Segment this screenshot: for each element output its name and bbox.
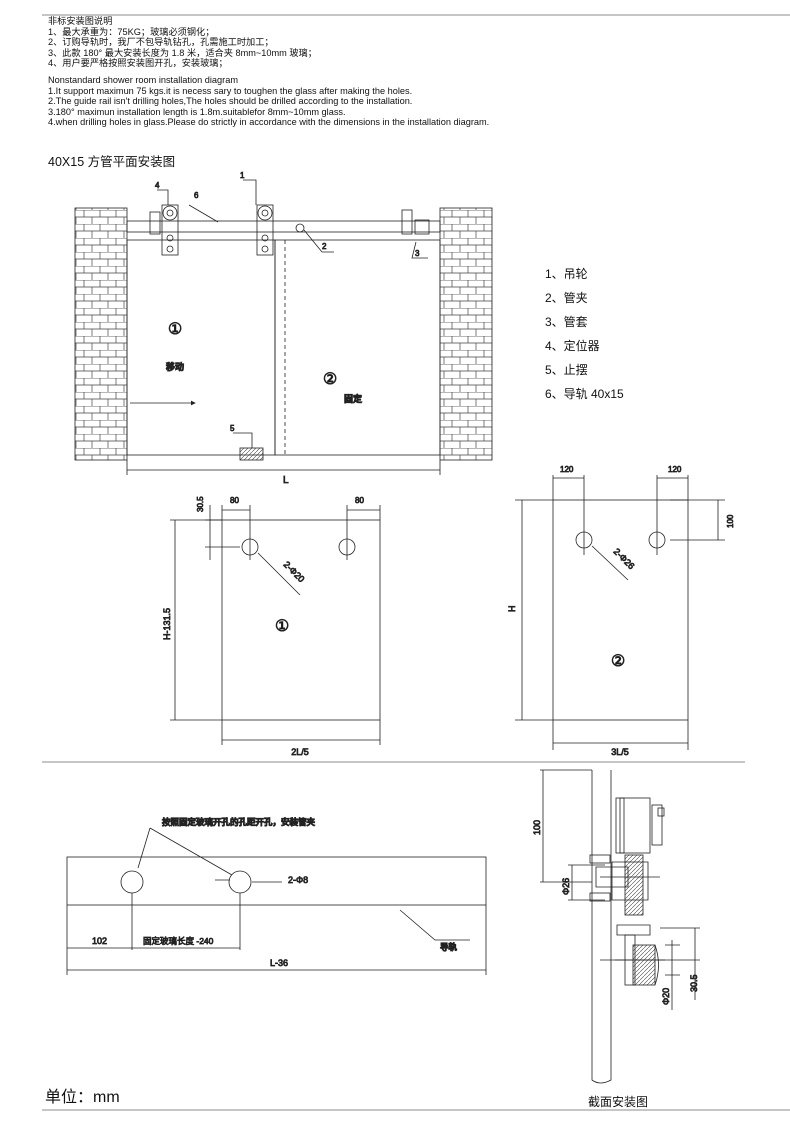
panel2-label: 固定 [344, 393, 363, 404]
legend-item: 4、定位器 [545, 339, 600, 353]
legend-item: 5、止摆 [545, 363, 588, 377]
roller-1 [161, 204, 179, 256]
callout-5: 5 [230, 424, 235, 433]
note-en: 1.It support maximun 75 kgs.it is necess… [48, 85, 413, 96]
installation-notes: 非标安装图说明 1、最大承重为：75KG；玻璃必须钢化； 2、订购导轨时，我厂不… [48, 16, 489, 128]
note-cn: 2、订购导轨时，我厂不包导轨钻孔，孔需施工时加工； [48, 37, 274, 48]
glass1-drawing: 80 80 30.5 H-131.5 2-Φ20 ① 2L/5 [162, 495, 381, 757]
note-en: 2.The guide rail isn't drilling holes,Th… [48, 96, 413, 107]
dim-L [126, 460, 441, 475]
parts-legend: 1、吊轮 2、管夹 3、管套 4、定位器 5、止摆 6、导轨 40x15 [545, 262, 624, 406]
dim-total: L-36 [270, 958, 288, 968]
callout-3: 3 [415, 249, 420, 258]
left-wall [74, 207, 128, 461]
plan-view: 4 6 1 2 3 5 ① 移动 ② 固定 L [74, 171, 493, 486]
dim-100: 100 [532, 820, 542, 835]
legend-item: 6、导轨 40x15 [545, 387, 624, 401]
callout-6: 6 [194, 191, 199, 200]
note-cn: 3、此款 180° 最大安装长度为 1.8 米，适合夹 8mm~10mm 玻璃； [48, 47, 317, 58]
stabilizer [239, 447, 264, 461]
section-drawing: 100 Φ26 Φ20 30.5 [532, 769, 700, 1084]
callout-4: 4 [155, 181, 160, 190]
stopper [149, 211, 161, 235]
legend-item: 3、管套 [545, 315, 588, 329]
end-sleeve [414, 219, 430, 235]
dim-L-label: L [283, 475, 289, 486]
dim-80-right: 80 [355, 496, 364, 505]
rail-label: 导轨 [440, 942, 458, 952]
dim-80-left: 80 [230, 496, 239, 505]
tube-clamp [295, 223, 305, 233]
dim-phi26: Φ26 [561, 878, 571, 895]
fixed-glass [274, 239, 441, 456]
right-wall [439, 207, 493, 461]
glass2-mark: ② [611, 653, 625, 670]
rail-hole-spec: 2-Φ8 [288, 875, 308, 885]
notes-cn-heading: 非标安装图说明 [48, 16, 113, 26]
guide-rail [126, 220, 441, 233]
unit-label: 单位：mm [45, 1089, 120, 1106]
dim-102: 102 [92, 936, 107, 946]
callout-1: 1 [240, 171, 245, 180]
sliding-glass [126, 239, 276, 456]
dim-phi20: Φ20 [661, 988, 671, 1005]
end-sleeve [401, 209, 413, 235]
panel1-mark: ① [168, 321, 182, 338]
dim-30-5: 30.5 [689, 974, 699, 992]
dim-width: 2L/5 [291, 747, 309, 757]
section-title: 截面安装图 [588, 1095, 649, 1109]
callout-2: 2 [322, 242, 327, 251]
rail-drawing: 按照固定玻璃开孔的孔距开孔，安装管夹 2-Φ8 102 固定玻璃长度 -240 … [66, 817, 487, 975]
dim-height: H-131.5 [162, 608, 172, 640]
plan-title: 40X15 方管平面安装图 [48, 155, 176, 169]
dim-fixed-length: 固定玻璃长度 -240 [143, 936, 214, 946]
note-cn: 4、用户要严格按照安装图开孔，安装玻璃； [48, 58, 228, 69]
note-cn: 1、最大承重为：75KG；玻璃必须钢化； [48, 26, 215, 37]
dim-120-left: 120 [560, 465, 574, 474]
note-en: 4.when drilling holes in glass.Please do… [48, 117, 490, 128]
notes-en-heading: Nonstandard shower room installation dia… [48, 74, 238, 85]
glass2-drawing: 120 120 100 H 2-Φ26 ② 3L/5 [507, 465, 736, 758]
glass1-mark: ① [275, 618, 289, 635]
legend-item: 1、吊轮 [545, 267, 588, 281]
dim-120-right: 120 [668, 465, 682, 474]
panel2-mark: ② [323, 371, 337, 388]
note-en: 3.180° maximun installation length is 1.… [48, 106, 346, 117]
rail-note: 按照固定玻璃开孔的孔距开孔，安装管夹 [162, 817, 316, 827]
dim-100: 100 [726, 514, 735, 528]
panel1-label: 移动 [166, 361, 184, 372]
roller-2 [256, 204, 274, 256]
dim-30-5: 30.5 [196, 496, 205, 512]
dim-width: 3L/5 [611, 747, 629, 757]
dim-height: H [507, 606, 517, 613]
legend-item: 2、管夹 [545, 291, 588, 305]
